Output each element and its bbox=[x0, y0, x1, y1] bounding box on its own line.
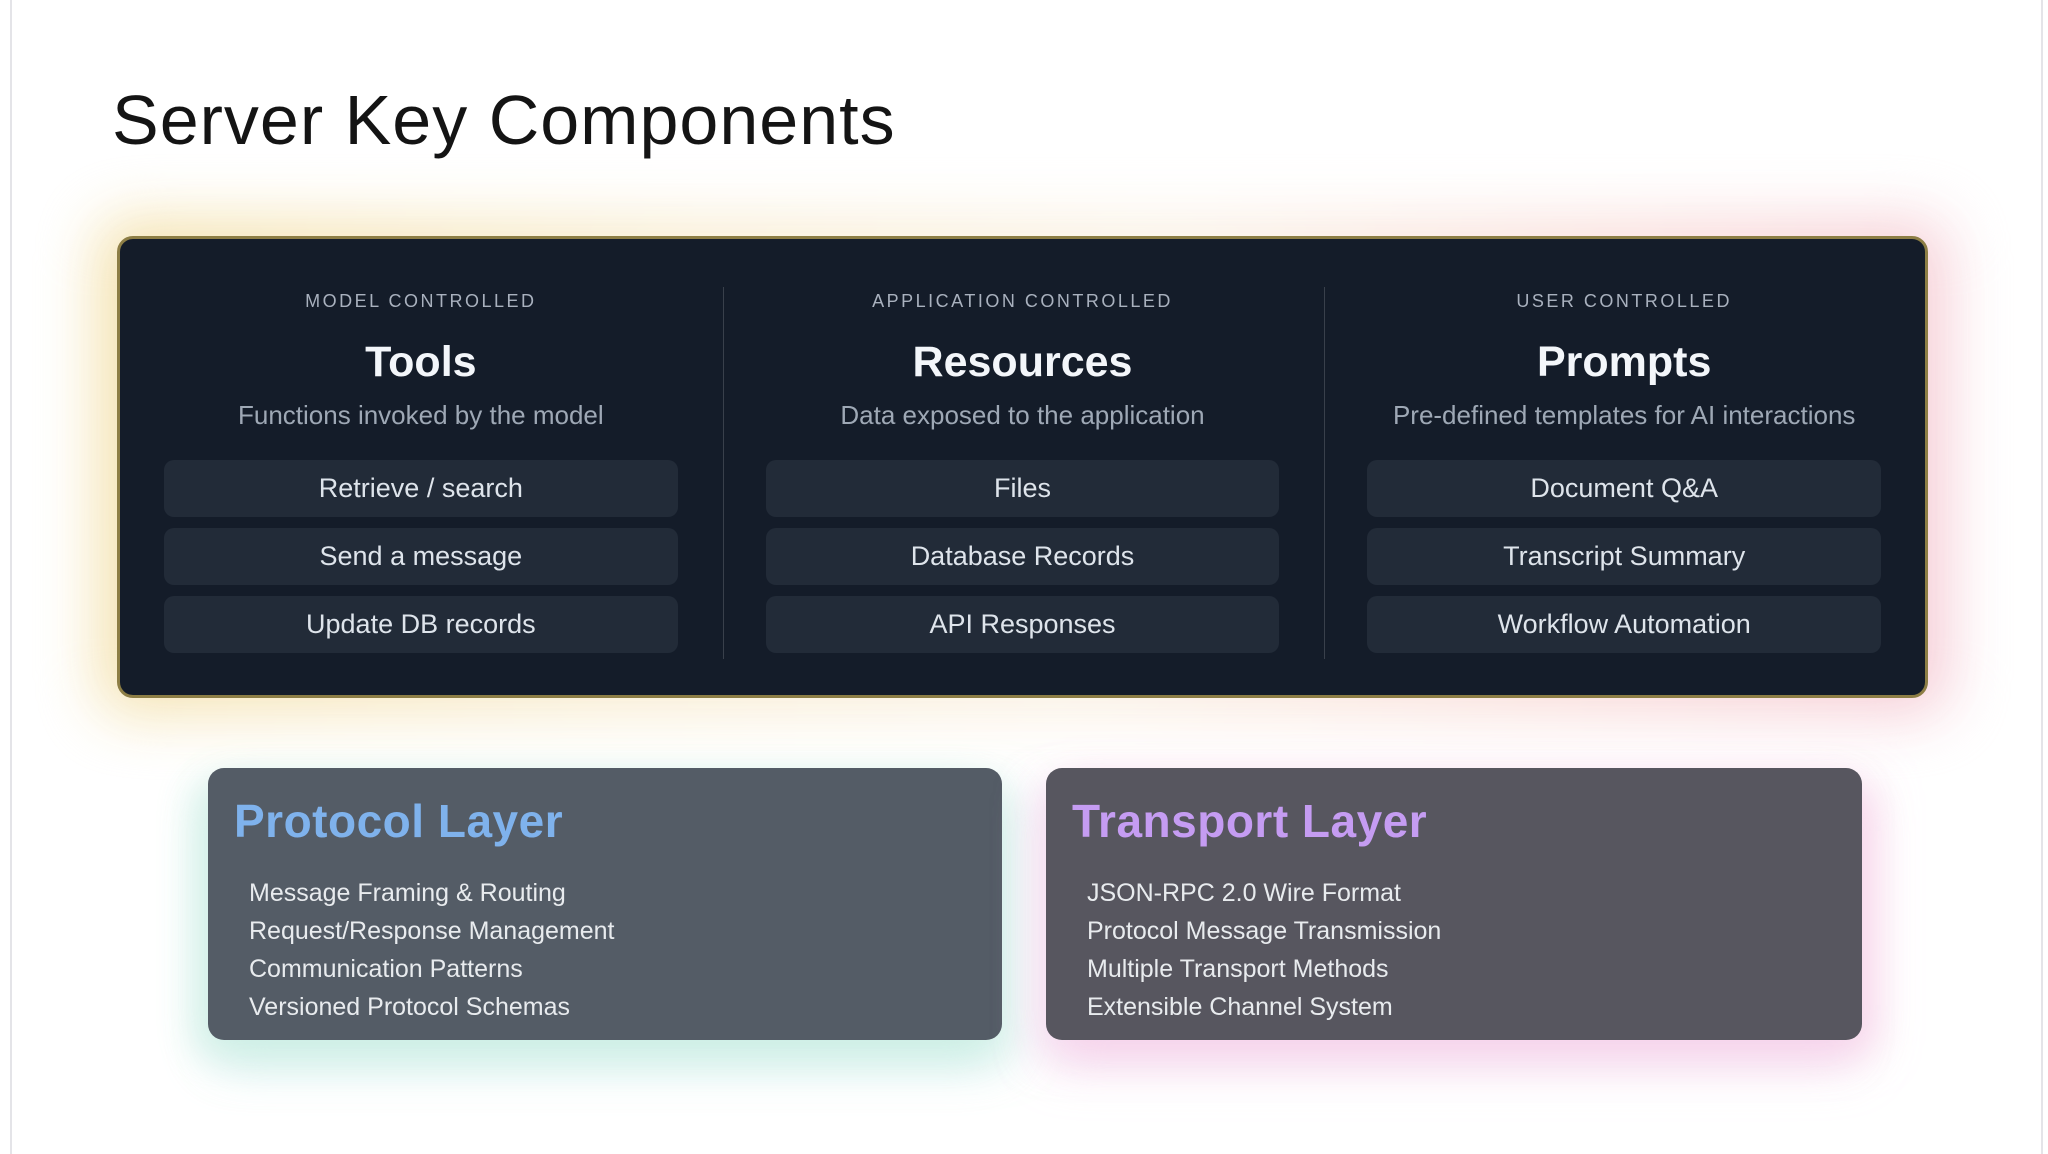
card-item: Protocol Message Transmission bbox=[1087, 917, 1442, 945]
capability-pill: API Responses bbox=[765, 596, 1280, 653]
protocol-layer-card: Protocol Layer Message Framing & Routing… bbox=[208, 768, 1002, 1040]
capability-pill: Files bbox=[765, 460, 1280, 517]
card-title: Transport Layer bbox=[1072, 795, 1428, 847]
column-title: Prompts bbox=[1536, 338, 1712, 386]
card-item: Versioned Protocol Schemas bbox=[249, 993, 571, 1021]
card-item: Request/Response Management bbox=[249, 917, 615, 945]
card-title: Protocol Layer bbox=[234, 795, 564, 847]
column-label: USER CONTROLLED bbox=[1516, 291, 1732, 311]
column-title: Tools bbox=[365, 338, 477, 386]
capability-pill: Transcript Summary bbox=[1367, 528, 1882, 585]
column-divider bbox=[1323, 287, 1325, 659]
capability-pill: Retrieve / search bbox=[164, 460, 678, 517]
capability-pill: Document Q&A bbox=[1367, 460, 1882, 517]
column-label: APPLICATION CONTROLLED bbox=[872, 291, 1173, 311]
column-model-controlled: MODEL CONTROLLED Tools Functions invoked… bbox=[120, 239, 722, 695]
column-subtitle: Functions invoked by the model bbox=[238, 400, 604, 430]
card-item: Extensible Channel System bbox=[1087, 993, 1393, 1021]
column-subtitle: Pre-defined templates for AI interaction… bbox=[1392, 400, 1856, 430]
components-panel: MODEL CONTROLLED Tools Functions invoked… bbox=[117, 236, 1928, 698]
capability-pill: Send a message bbox=[164, 528, 678, 585]
capability-pill: Update DB records bbox=[164, 596, 678, 653]
column-title: Resources bbox=[912, 338, 1133, 386]
card-item: Communication Patterns bbox=[249, 955, 523, 983]
card-item: JSON-RPC 2.0 Wire Format bbox=[1087, 879, 1401, 907]
capability-pill: Workflow Automation bbox=[1367, 596, 1882, 653]
column-label: MODEL CONTROLLED bbox=[305, 291, 537, 311]
card-item-list: Message Framing & Routing Request/Respon… bbox=[249, 874, 1002, 1026]
canvas-left-edge bbox=[10, 0, 12, 1154]
transport-layer-card: Transport Layer JSON-RPC 2.0 Wire Format… bbox=[1046, 768, 1862, 1040]
column-divider bbox=[722, 287, 724, 659]
page-title: Server Key Components bbox=[112, 81, 896, 159]
canvas-right-edge bbox=[2041, 0, 2043, 1154]
column-subtitle: Data exposed to the application bbox=[840, 400, 1205, 430]
card-item: Multiple Transport Methods bbox=[1087, 955, 1389, 983]
capability-pill: Database Records bbox=[765, 528, 1280, 585]
card-item: Message Framing & Routing bbox=[249, 879, 566, 907]
card-item-list: JSON-RPC 2.0 Wire Format Protocol Messag… bbox=[1087, 874, 1862, 1026]
column-application-controlled: APPLICATION CONTROLLED Resources Data ex… bbox=[722, 239, 1324, 695]
column-user-controlled: USER CONTROLLED Prompts Pre-defined temp… bbox=[1323, 239, 1925, 695]
